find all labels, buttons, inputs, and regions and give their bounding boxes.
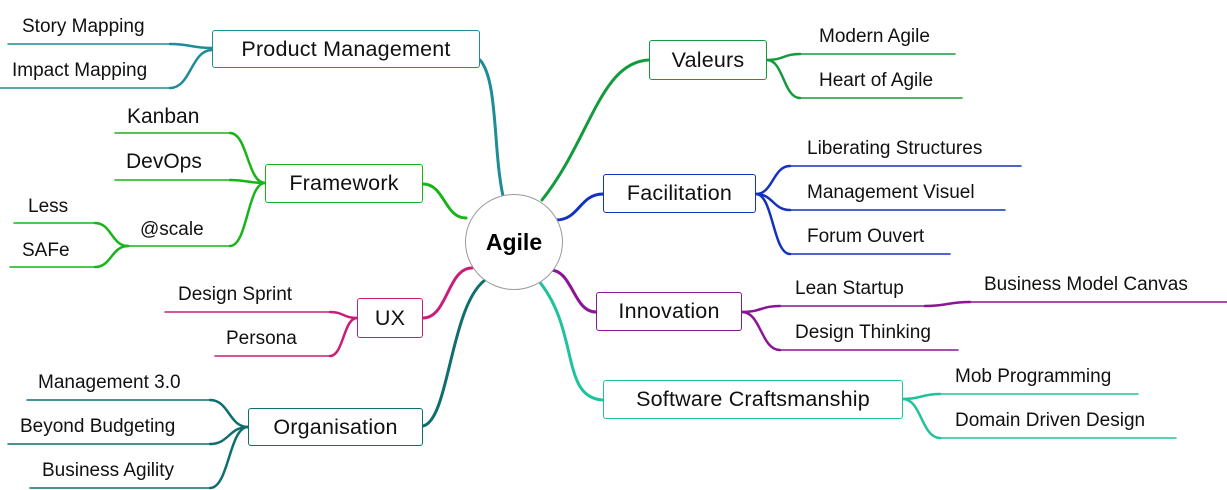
branch-product-management[interactable]: Product Management xyxy=(212,30,480,68)
leaf-management-visuel[interactable]: Management Visuel xyxy=(807,182,975,203)
connector-organisation xyxy=(421,276,490,428)
leaf-beyond-budgeting[interactable]: Beyond Budgeting xyxy=(20,416,176,437)
connector-less xyxy=(93,221,130,248)
leaf-management-3-0[interactable]: Management 3.0 xyxy=(38,372,181,393)
leaf-liberating-structures[interactable]: Liberating Structures xyxy=(807,138,983,159)
connector-forum-ouvert xyxy=(754,192,792,256)
connector-mob-programming xyxy=(901,392,942,401)
leaf-persona[interactable]: Persona xyxy=(226,328,297,349)
connector-modern-agile xyxy=(765,52,802,62)
connector-framework xyxy=(421,182,468,220)
leaf-business-agility[interactable]: Business Agility xyxy=(42,460,175,481)
connector-impact-mapping xyxy=(168,48,214,90)
connector-business-agility xyxy=(208,425,250,490)
leaf-forum-ouvert[interactable]: Forum Ouvert xyxy=(807,226,925,247)
leaf-safe[interactable]: SAFe xyxy=(22,240,70,261)
connector-safe xyxy=(93,244,130,269)
connector-design-sprint xyxy=(328,310,359,320)
branch-framework[interactable]: Framework xyxy=(265,164,423,203)
branch-ux[interactable]: UX xyxy=(357,298,423,338)
connector-facilitation xyxy=(554,192,605,222)
connector-ux xyxy=(421,266,474,320)
leaf-heart-of-agile[interactable]: Heart of Agile xyxy=(819,70,934,91)
branch-facilitation[interactable]: Facilitation xyxy=(603,174,756,213)
leaf-design-thinking[interactable]: Design Thinking xyxy=(795,322,931,343)
connector-valeurs xyxy=(540,58,651,202)
leaf-story-mapping[interactable]: Story Mapping xyxy=(22,16,145,37)
connector-lean-startup xyxy=(740,304,782,314)
branch-software-craftsmanship[interactable]: Software Craftsmanship xyxy=(603,380,903,419)
leaf-business-model-canvas[interactable]: Business Model Canvas xyxy=(984,274,1188,295)
connector-heart-of-agile xyxy=(765,58,802,100)
connector-design-thinking xyxy=(740,310,782,352)
leaf-devops[interactable]: DevOps xyxy=(126,150,202,173)
leaf-at-scale[interactable]: @scale xyxy=(140,219,204,240)
connector-at-scale xyxy=(228,181,267,248)
connector-product-management xyxy=(478,58,505,198)
leaf-lean-startup[interactable]: Lean Startup xyxy=(795,278,904,299)
leaf-domain-driven-design[interactable]: Domain Driven Design xyxy=(955,410,1146,431)
connector-innovation xyxy=(548,268,598,314)
leaf-modern-agile[interactable]: Modern Agile xyxy=(819,26,930,47)
branch-organisation[interactable]: Organisation xyxy=(248,408,423,446)
branch-innovation[interactable]: Innovation xyxy=(596,292,742,331)
branch-valeurs[interactable]: Valeurs xyxy=(649,40,767,80)
central-topic-agile[interactable]: Agile xyxy=(465,194,563,290)
connector-kanban xyxy=(228,131,267,185)
leaf-kanban[interactable]: Kanban xyxy=(127,105,200,128)
leaf-less[interactable]: Less xyxy=(28,196,69,217)
connector-domain-driven-design xyxy=(901,397,942,440)
leaf-mob-programming[interactable]: Mob Programming xyxy=(955,366,1112,387)
connector-persona xyxy=(328,316,359,358)
connector-story-mapping xyxy=(168,42,214,50)
leaf-design-sprint[interactable]: Design Sprint xyxy=(178,284,293,305)
connector-management-3-0 xyxy=(208,398,250,429)
connector-business-model-canvas xyxy=(923,300,972,308)
connector-software-craftsmanship xyxy=(536,278,605,402)
leaf-impact-mapping[interactable]: Impact Mapping xyxy=(12,60,148,81)
connector-liberating-structures xyxy=(754,164,792,196)
